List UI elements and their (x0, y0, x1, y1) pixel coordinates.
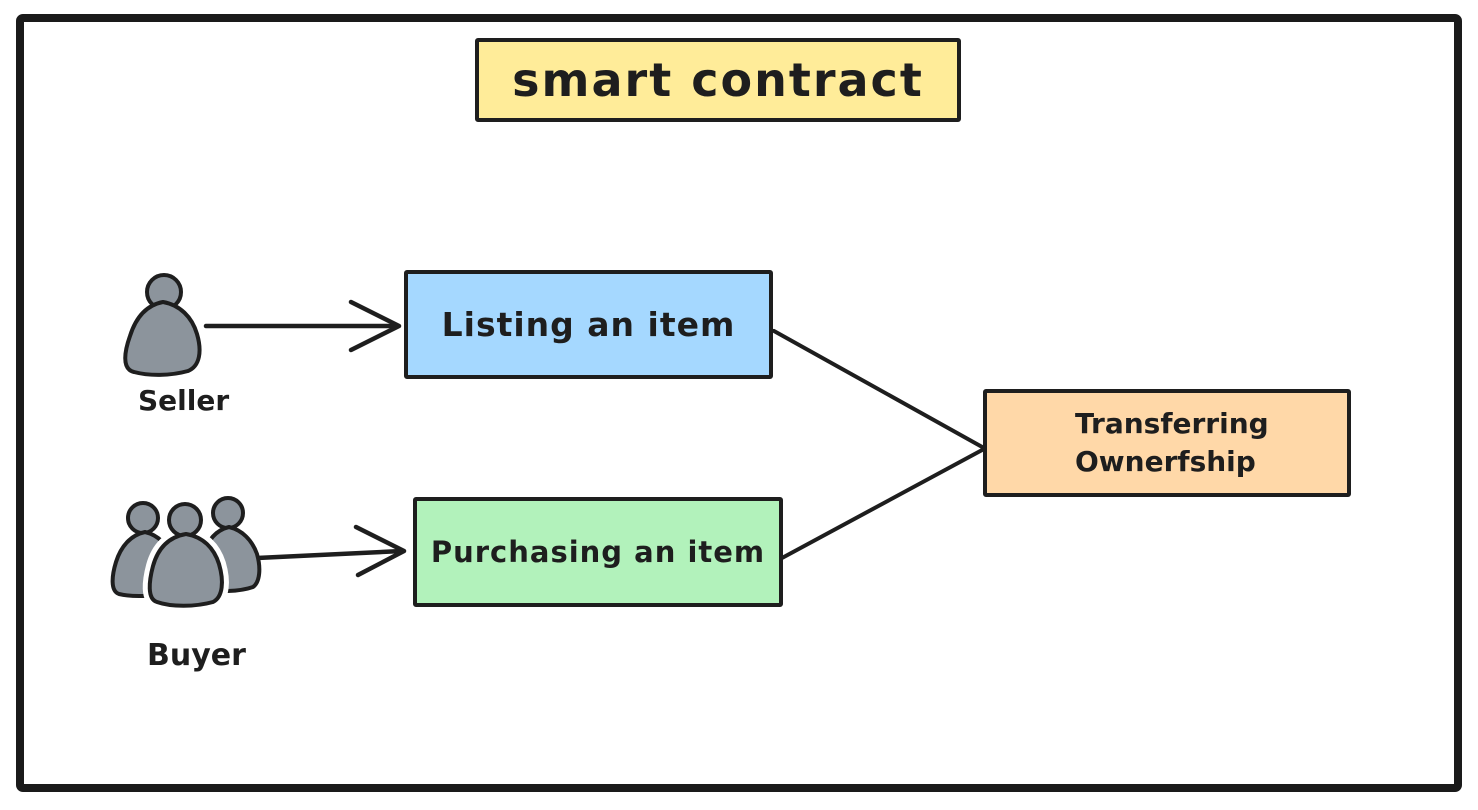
people-group-icon (110, 496, 262, 613)
edge-purchasing-to-transferring (780, 447, 986, 560)
node-listing-label: Listing an item (441, 305, 736, 344)
arrowhead-chevron-icon (353, 524, 407, 578)
seller-actor-label: Seller (138, 384, 230, 417)
edge-listing-to-transferring (772, 329, 986, 450)
person-icon (123, 273, 202, 377)
node-transferring-label-line1: Transferring (1075, 407, 1269, 440)
node-purchasing-an-item: Purchasing an item (413, 497, 783, 607)
arrow-seller-to-listing (203, 299, 402, 353)
diagram-outer-frame (16, 14, 1462, 792)
node-purchasing-label: Purchasing an item (430, 535, 766, 569)
title-box: smart contract (475, 38, 961, 122)
node-listing-an-item: Listing an item (404, 270, 773, 379)
node-transferring-ownership: Transferring Ownerfship (983, 389, 1351, 497)
buyer-actor-label: Buyer (147, 638, 246, 673)
arrowhead-chevron-icon (348, 299, 402, 353)
arrow-buyer-to-purchasing (254, 524, 407, 578)
node-transferring-label-line2: Ownerfship (1075, 445, 1256, 478)
title-label: smart contract (512, 53, 924, 107)
node-transferring-label: Transferring Ownerfship (987, 405, 1269, 481)
